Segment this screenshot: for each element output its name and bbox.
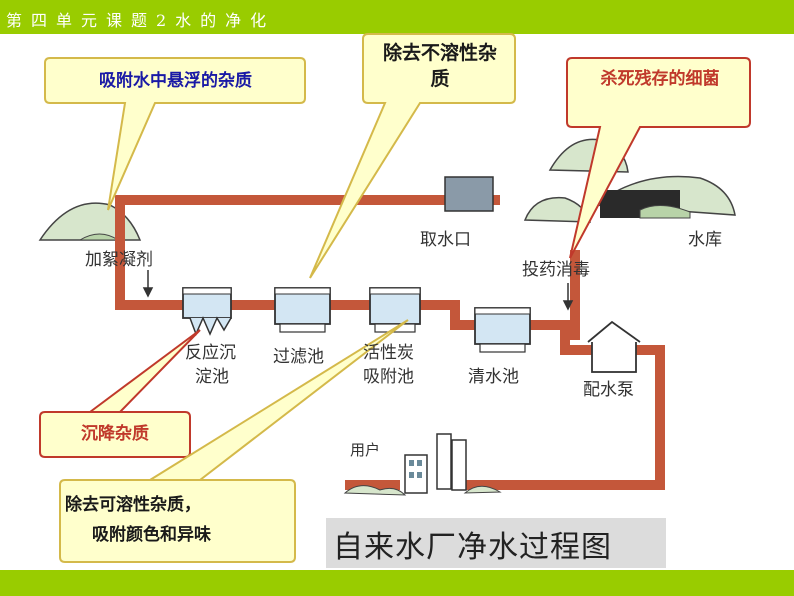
- callout-remove-soluble: [59, 319, 409, 563]
- header-title: 第四单元课题2水的净化: [6, 11, 276, 30]
- label-coagulant: 加絮凝剂: [85, 250, 153, 270]
- label-sediment-1: 反应沉: [185, 343, 236, 363]
- label-carbon-1: 活性炭: [363, 343, 414, 363]
- callout-text-bacteria: 杀死残存的细菌: [600, 69, 720, 89]
- callout-text-settle: 沉降杂质: [81, 424, 149, 444]
- caption-box: [326, 518, 666, 568]
- carbon-tank: [369, 287, 421, 333]
- callout-text-soluble-2: 吸附颜色和异味: [92, 525, 211, 545]
- label-carbon-2: 吸附池: [363, 367, 414, 387]
- label-intake: 取水口: [420, 230, 471, 250]
- sediment-tank: [182, 287, 232, 336]
- callout-text-soluble-1: 除去可溶性杂质，: [65, 495, 201, 515]
- label-disinfect: 投药消毒: [522, 260, 590, 280]
- label-clean-tank: 清水池: [468, 367, 519, 387]
- callout-kill-bacteria: [566, 57, 751, 259]
- filter-tank: [274, 287, 331, 333]
- clean-water-tank: [474, 307, 531, 353]
- label-user: 用户: [350, 441, 380, 459]
- header-bar: [0, 0, 794, 34]
- label-reservoir: 水库: [688, 230, 722, 250]
- dosing-arrows: [142, 270, 574, 311]
- callout-text-adsorb: 吸附水中悬浮的杂质: [99, 71, 252, 91]
- intake-box: [444, 176, 494, 212]
- footer-bar: [0, 570, 794, 596]
- diagram-caption: 自来水厂净水过程图: [333, 530, 612, 565]
- label-filter: 过滤池: [273, 347, 324, 367]
- user-buildings: [343, 433, 502, 496]
- callout-adsorb-suspended: [44, 57, 306, 211]
- pump-house: [587, 320, 641, 373]
- callout-remove-insoluble: [309, 33, 516, 279]
- label-pump: 配水泵: [583, 380, 634, 400]
- callout-text-insoluble: 除去不溶性杂质: [382, 42, 497, 90]
- label-sediment-2: 淀池: [195, 367, 229, 387]
- reservoir-hills: [523, 138, 736, 223]
- callout-settle: [39, 329, 201, 458]
